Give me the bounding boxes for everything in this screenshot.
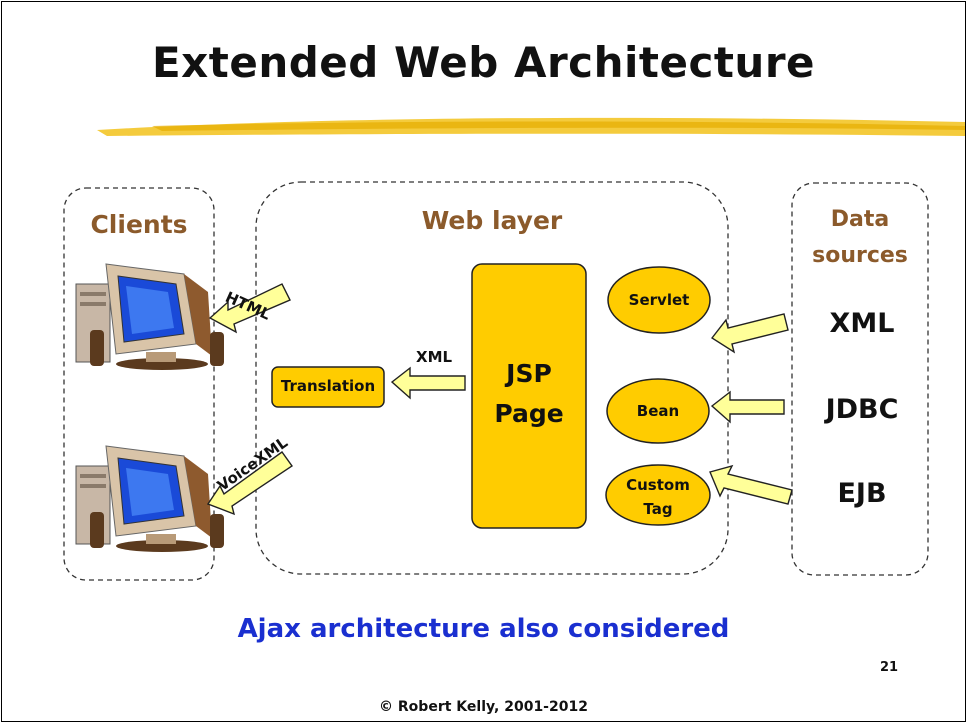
- slide-caption: Ajax architecture also considered: [237, 614, 730, 644]
- voicexml-arrow: [206, 451, 293, 516]
- data-sources-heading: Data sources: [812, 207, 908, 268]
- jdbc-arrow: [710, 390, 785, 424]
- web-layer-heading: Web layer: [421, 206, 563, 235]
- custom-tag-line2: Tag: [643, 500, 673, 518]
- data-source-jdbc: JDBC: [825, 394, 899, 425]
- jsp-page-box: [471, 263, 587, 529]
- custom-tag-ellipse: [605, 464, 711, 526]
- custom-tag-line1: Custom: [626, 476, 690, 494]
- page-number: 21: [880, 660, 899, 675]
- custom-tag-label: Custom Tag: [606, 473, 710, 521]
- bean-label: Bean: [636, 402, 680, 420]
- jsp-page-line2: Page: [494, 399, 564, 428]
- translation-box: [271, 366, 385, 408]
- clients-heading: Clients: [90, 210, 188, 239]
- servlet-label: Servlet: [628, 291, 690, 309]
- translation-label: Translation: [280, 377, 376, 395]
- jsp-page-line1: JSP: [506, 359, 552, 388]
- ejb-arrow: [709, 464, 793, 505]
- copyright-footer: © Robert Kelly, 2001-2012: [379, 699, 588, 715]
- clients-region: [63, 187, 215, 581]
- html-arrow: [208, 283, 291, 334]
- data-source-xml: XML: [829, 308, 895, 339]
- slide-title: Extended Web Architecture: [151, 38, 816, 87]
- xml-source-arrow: [710, 313, 789, 354]
- computer-icon-top: [75, 263, 224, 370]
- data-source-ejb: EJB: [837, 478, 887, 509]
- title-highlight: [97, 117, 965, 136]
- servlet-ellipse: [607, 266, 711, 334]
- xml-arrow: [390, 366, 466, 400]
- bean-ellipse: [606, 378, 710, 444]
- web-layer-region: [255, 181, 729, 575]
- xml-arrow-label: XML: [416, 348, 453, 366]
- computer-icon-bottom: [75, 445, 224, 552]
- data-sources-region: [791, 182, 929, 576]
- jsp-page-label: JSP Page: [472, 354, 586, 434]
